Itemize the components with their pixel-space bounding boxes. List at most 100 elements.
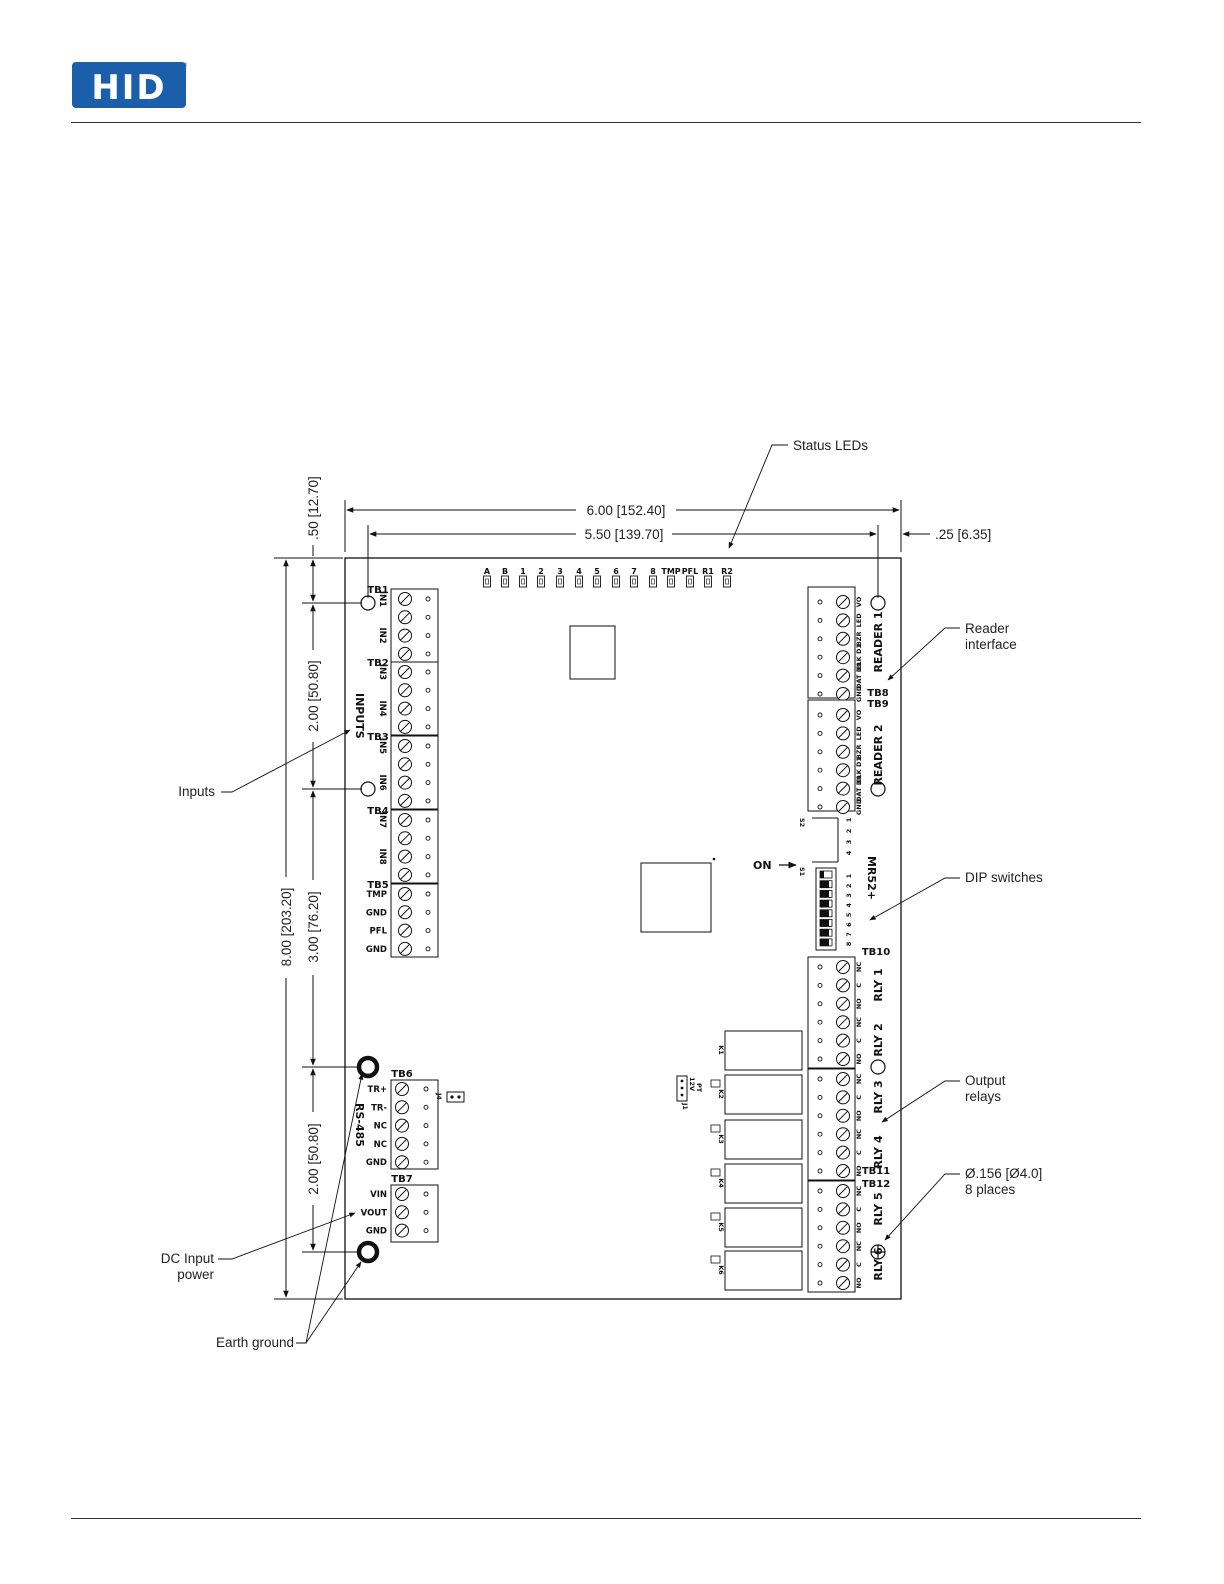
pin-hole: [425, 891, 431, 897]
screw-terminal: [398, 701, 412, 716]
screw-terminal: [395, 1205, 409, 1220]
pin-label: GND: [366, 1158, 387, 1168]
status-led-label: R2: [721, 567, 733, 576]
screw-terminal: [398, 905, 412, 920]
pin-hole: [425, 743, 431, 749]
status-led-label: PFL: [682, 567, 698, 576]
pin-label: C: [855, 1150, 863, 1155]
pin-label: NC: [855, 1017, 863, 1027]
screw-terminal: [395, 1223, 409, 1238]
pin-hole: [817, 964, 823, 970]
pin-label: NO: [855, 998, 863, 1009]
pin-hole: [425, 928, 431, 934]
pin-hole: [817, 1206, 823, 1212]
pin-hole: [423, 1159, 429, 1165]
pin-hole: [817, 1001, 823, 1007]
pin-label: NC: [374, 1122, 387, 1132]
pin-label: LED: [855, 726, 863, 741]
status-led-r1: R1: [702, 567, 714, 588]
status-led-a: A: [483, 567, 491, 588]
relay-k6: K6: [710, 1250, 803, 1291]
pin-hole: [423, 1228, 429, 1234]
pin-hole: [423, 1123, 429, 1129]
screw-terminal: [836, 595, 850, 609]
pin-label: GND: [366, 1227, 387, 1237]
pin-label: IN6: [377, 774, 387, 790]
dip-number: 5: [845, 912, 853, 917]
status-led-2: 2: [537, 567, 545, 588]
screw-terminal: [836, 1108, 850, 1123]
screw-terminal: [836, 668, 850, 683]
screw-terminal: [398, 739, 412, 753]
pin-hole: [817, 1056, 823, 1062]
pin-label: TR+: [368, 1085, 387, 1095]
dip-number: 7: [845, 932, 853, 937]
pin-hole: [817, 786, 823, 792]
relay-component-label: K1: [717, 1045, 725, 1055]
pin-label: NO: [855, 1110, 863, 1121]
screw-terminal: [836, 781, 850, 796]
relay-label: RLY 6: [872, 1247, 885, 1281]
pin-hole: [425, 854, 431, 860]
pin-label: NC: [855, 1129, 863, 1139]
pin-hole: [425, 780, 431, 786]
pin-label: IN7: [377, 812, 387, 828]
status-led-label: 4: [576, 567, 582, 576]
rs485-label: RS-485: [353, 1103, 366, 1147]
pin-hole: [817, 749, 823, 755]
pin-hole: [425, 817, 431, 823]
pin-hole: [817, 1038, 823, 1044]
pin-hole: [817, 673, 823, 679]
pin-label: DAT D0: [855, 662, 863, 689]
pin-hole: [425, 761, 431, 767]
terminal-block-name: TB9: [867, 699, 888, 710]
dim-edge-offset-right: .25 [6.35]: [935, 527, 991, 542]
screw-terminal: [398, 831, 412, 846]
pin-label: GND: [855, 798, 863, 815]
dim-overall-width: 6.00 [152.40]: [587, 503, 666, 518]
svg-text:S1: S1: [798, 867, 806, 877]
pin-label: IN8: [377, 848, 387, 864]
screw-terminal: [395, 1082, 409, 1096]
relay-k2: K2: [710, 1074, 803, 1115]
dip-number: 1: [845, 817, 853, 822]
pin-hole: [423, 1086, 429, 1092]
svg-text:®: ®: [182, 62, 188, 69]
screw-terminal: [836, 1276, 850, 1290]
pin-label: NC: [855, 962, 863, 972]
terminal-block-name: TB1: [367, 585, 388, 596]
pin-hole: [817, 1168, 823, 1174]
screw-terminal: [836, 1164, 850, 1178]
pin-hole: [817, 654, 823, 660]
screw-terminal: [398, 887, 412, 901]
pin-hole: [425, 687, 431, 693]
pin-hole: [817, 1076, 823, 1082]
terminal-block-name: TB10: [862, 947, 890, 958]
status-led-1: 1: [519, 567, 527, 588]
screw-terminal: [398, 610, 412, 625]
status-led-6: 6: [612, 567, 620, 588]
pin-hole: [425, 614, 431, 620]
callout-dc-input-1: DC Input: [161, 1251, 215, 1266]
status-led-pfl: PFL: [682, 567, 698, 588]
relay-component-label: K4: [717, 1178, 725, 1188]
status-led-r2: R2: [721, 567, 733, 588]
pin-label: C: [855, 1038, 863, 1043]
screw-terminal: [836, 960, 850, 974]
pin-label: GND: [366, 908, 387, 918]
dim-edge-offset-top: .50 [12.70]: [306, 476, 321, 540]
pin-hole: [425, 909, 431, 915]
pin-label: NC: [374, 1140, 387, 1150]
screw-terminal: [395, 1187, 409, 1201]
screw-terminal: [836, 687, 850, 701]
pin-hole: [817, 712, 823, 718]
callout-leaders: [218, 444, 960, 1344]
status-led-label: B: [502, 567, 508, 576]
